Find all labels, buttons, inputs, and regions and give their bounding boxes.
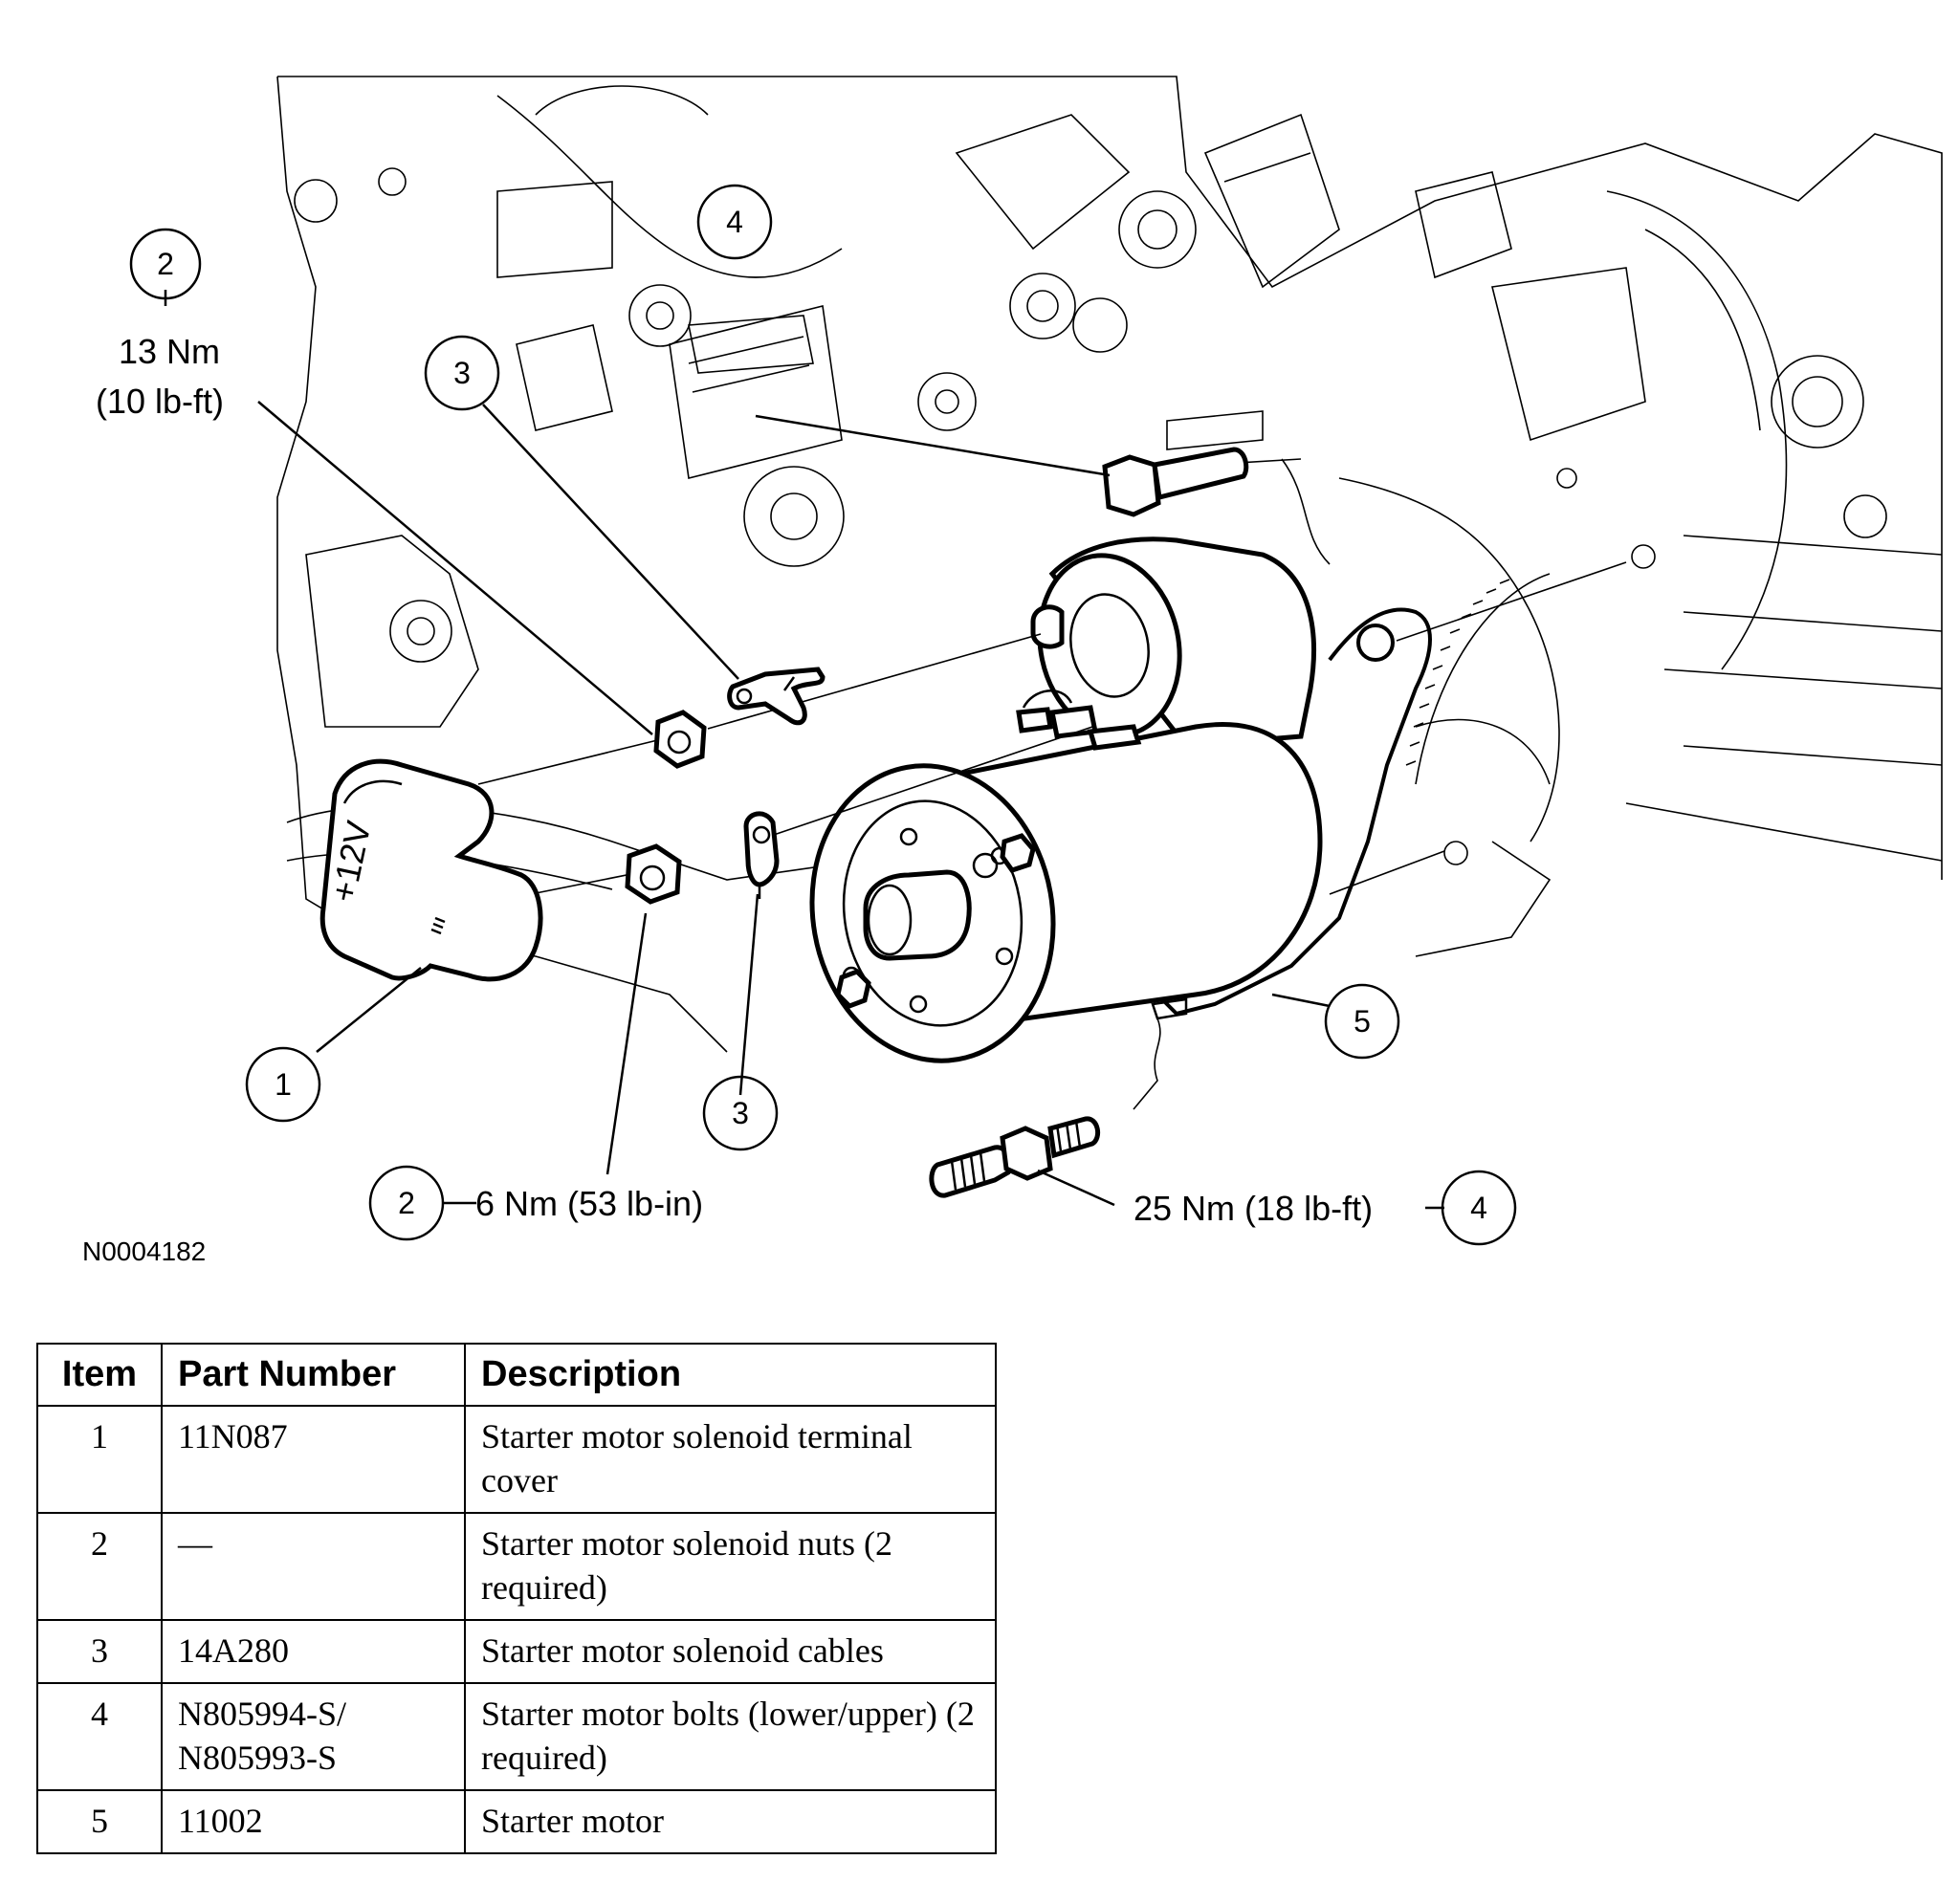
engine-bolt-hole-upper [1631, 544, 1656, 569]
callout-1: 1 [245, 1046, 321, 1123]
parts-table: Item Part Number Description 1 11N087 St… [36, 1343, 997, 1854]
flywheel-ring-gear [1405, 573, 1551, 785]
cell-item: 5 [36, 1789, 163, 1854]
callout-torque-line-2: (10 lb-ft) [96, 382, 224, 421]
callout-number: 5 [1354, 1004, 1371, 1039]
cell-part-number: — [161, 1512, 466, 1621]
callout-number: 4 [1470, 1191, 1487, 1225]
column-header-description: Description [464, 1343, 997, 1407]
callout-torque: 6 Nm (53 lb-in) [475, 1184, 703, 1223]
cell-item: 2 [36, 1512, 163, 1621]
column-header-item: Item [36, 1343, 163, 1407]
cell-item: 1 [36, 1405, 163, 1514]
exploded-view-illustration: +12V [82, 76, 1943, 1266]
callout-leaders [164, 290, 1444, 1210]
column-header-part-number: Part Number [161, 1343, 466, 1407]
solenoid-nut-lower [625, 843, 682, 905]
callout-4-bottom: 4 25 Nm (18 lb-ft) [1134, 1170, 1517, 1246]
cell-description: Starter motor solenoid nuts (2 required) [464, 1512, 997, 1621]
cell-description: Starter motor solenoid cables [464, 1619, 997, 1684]
starter-motor [809, 536, 1323, 1063]
solenoid-cable-terminal-lower [743, 811, 780, 899]
cell-part-number: 11N087 [161, 1405, 466, 1514]
table-row: 3 14A280 Starter motor solenoid cables [36, 1619, 997, 1684]
cell-description: Starter motor [464, 1789, 997, 1854]
callout-3-top: 3 [424, 335, 500, 411]
bracket-bolt-hole-upper [1356, 624, 1395, 662]
callout-4-top: 4 [696, 184, 773, 260]
engine-block-background [276, 76, 1943, 1053]
solenoid-nut-upper [653, 710, 707, 769]
cell-item: 3 [36, 1619, 163, 1684]
solenoid-terminal-cover: +12V [319, 758, 543, 982]
table-row: 2 — Starter motor solenoid nuts (2 requi… [36, 1512, 997, 1621]
starter-mounting-bracket [1136, 607, 1432, 1017]
cell-description: Starter motor solenoid terminal cover [464, 1405, 997, 1514]
engine-bolt-hole-lower [1443, 841, 1468, 865]
table-row: 5 11002 Starter motor [36, 1789, 997, 1854]
callout-number: 3 [732, 1096, 749, 1130]
cell-part-number: N805994-S/ N805993-S [161, 1682, 466, 1791]
cell-description: Starter motor bolts (lower/upper) (2 req… [464, 1682, 997, 1791]
callout-number: 4 [726, 205, 743, 239]
callout-number: 2 [157, 247, 174, 281]
solenoid-cable-terminal-upper [727, 667, 825, 726]
callout-2-top: 2 13 Nm (10 lb-ft) [96, 228, 224, 421]
cell-part-number: 14A280 [161, 1619, 466, 1684]
callout-number: 2 [398, 1186, 415, 1220]
table-header-row: Item Part Number Description [36, 1343, 997, 1407]
starter-bolt-upper [1102, 447, 1249, 517]
callout-number: 1 [275, 1067, 292, 1102]
callout-number: 3 [453, 356, 471, 390]
table-row: 4 N805994-S/ N805993-S Starter motor bol… [36, 1682, 997, 1791]
figure-id: N0004182 [82, 1237, 206, 1266]
cell-item: 4 [36, 1682, 163, 1791]
cell-part-number: 11002 [161, 1789, 466, 1854]
callout-5: 5 [1324, 983, 1400, 1060]
table-row: 1 11N087 Starter motor solenoid terminal… [36, 1405, 997, 1514]
starter-bolt-lower [929, 1116, 1101, 1198]
callout-torque-line-1: 13 Nm [119, 332, 220, 371]
callout-torque: 25 Nm (18 lb-ft) [1134, 1189, 1373, 1228]
callout-2-bottom: 2 6 Nm (53 lb-in) [368, 1165, 703, 1241]
callout-3-bottom: 3 [702, 1075, 779, 1151]
